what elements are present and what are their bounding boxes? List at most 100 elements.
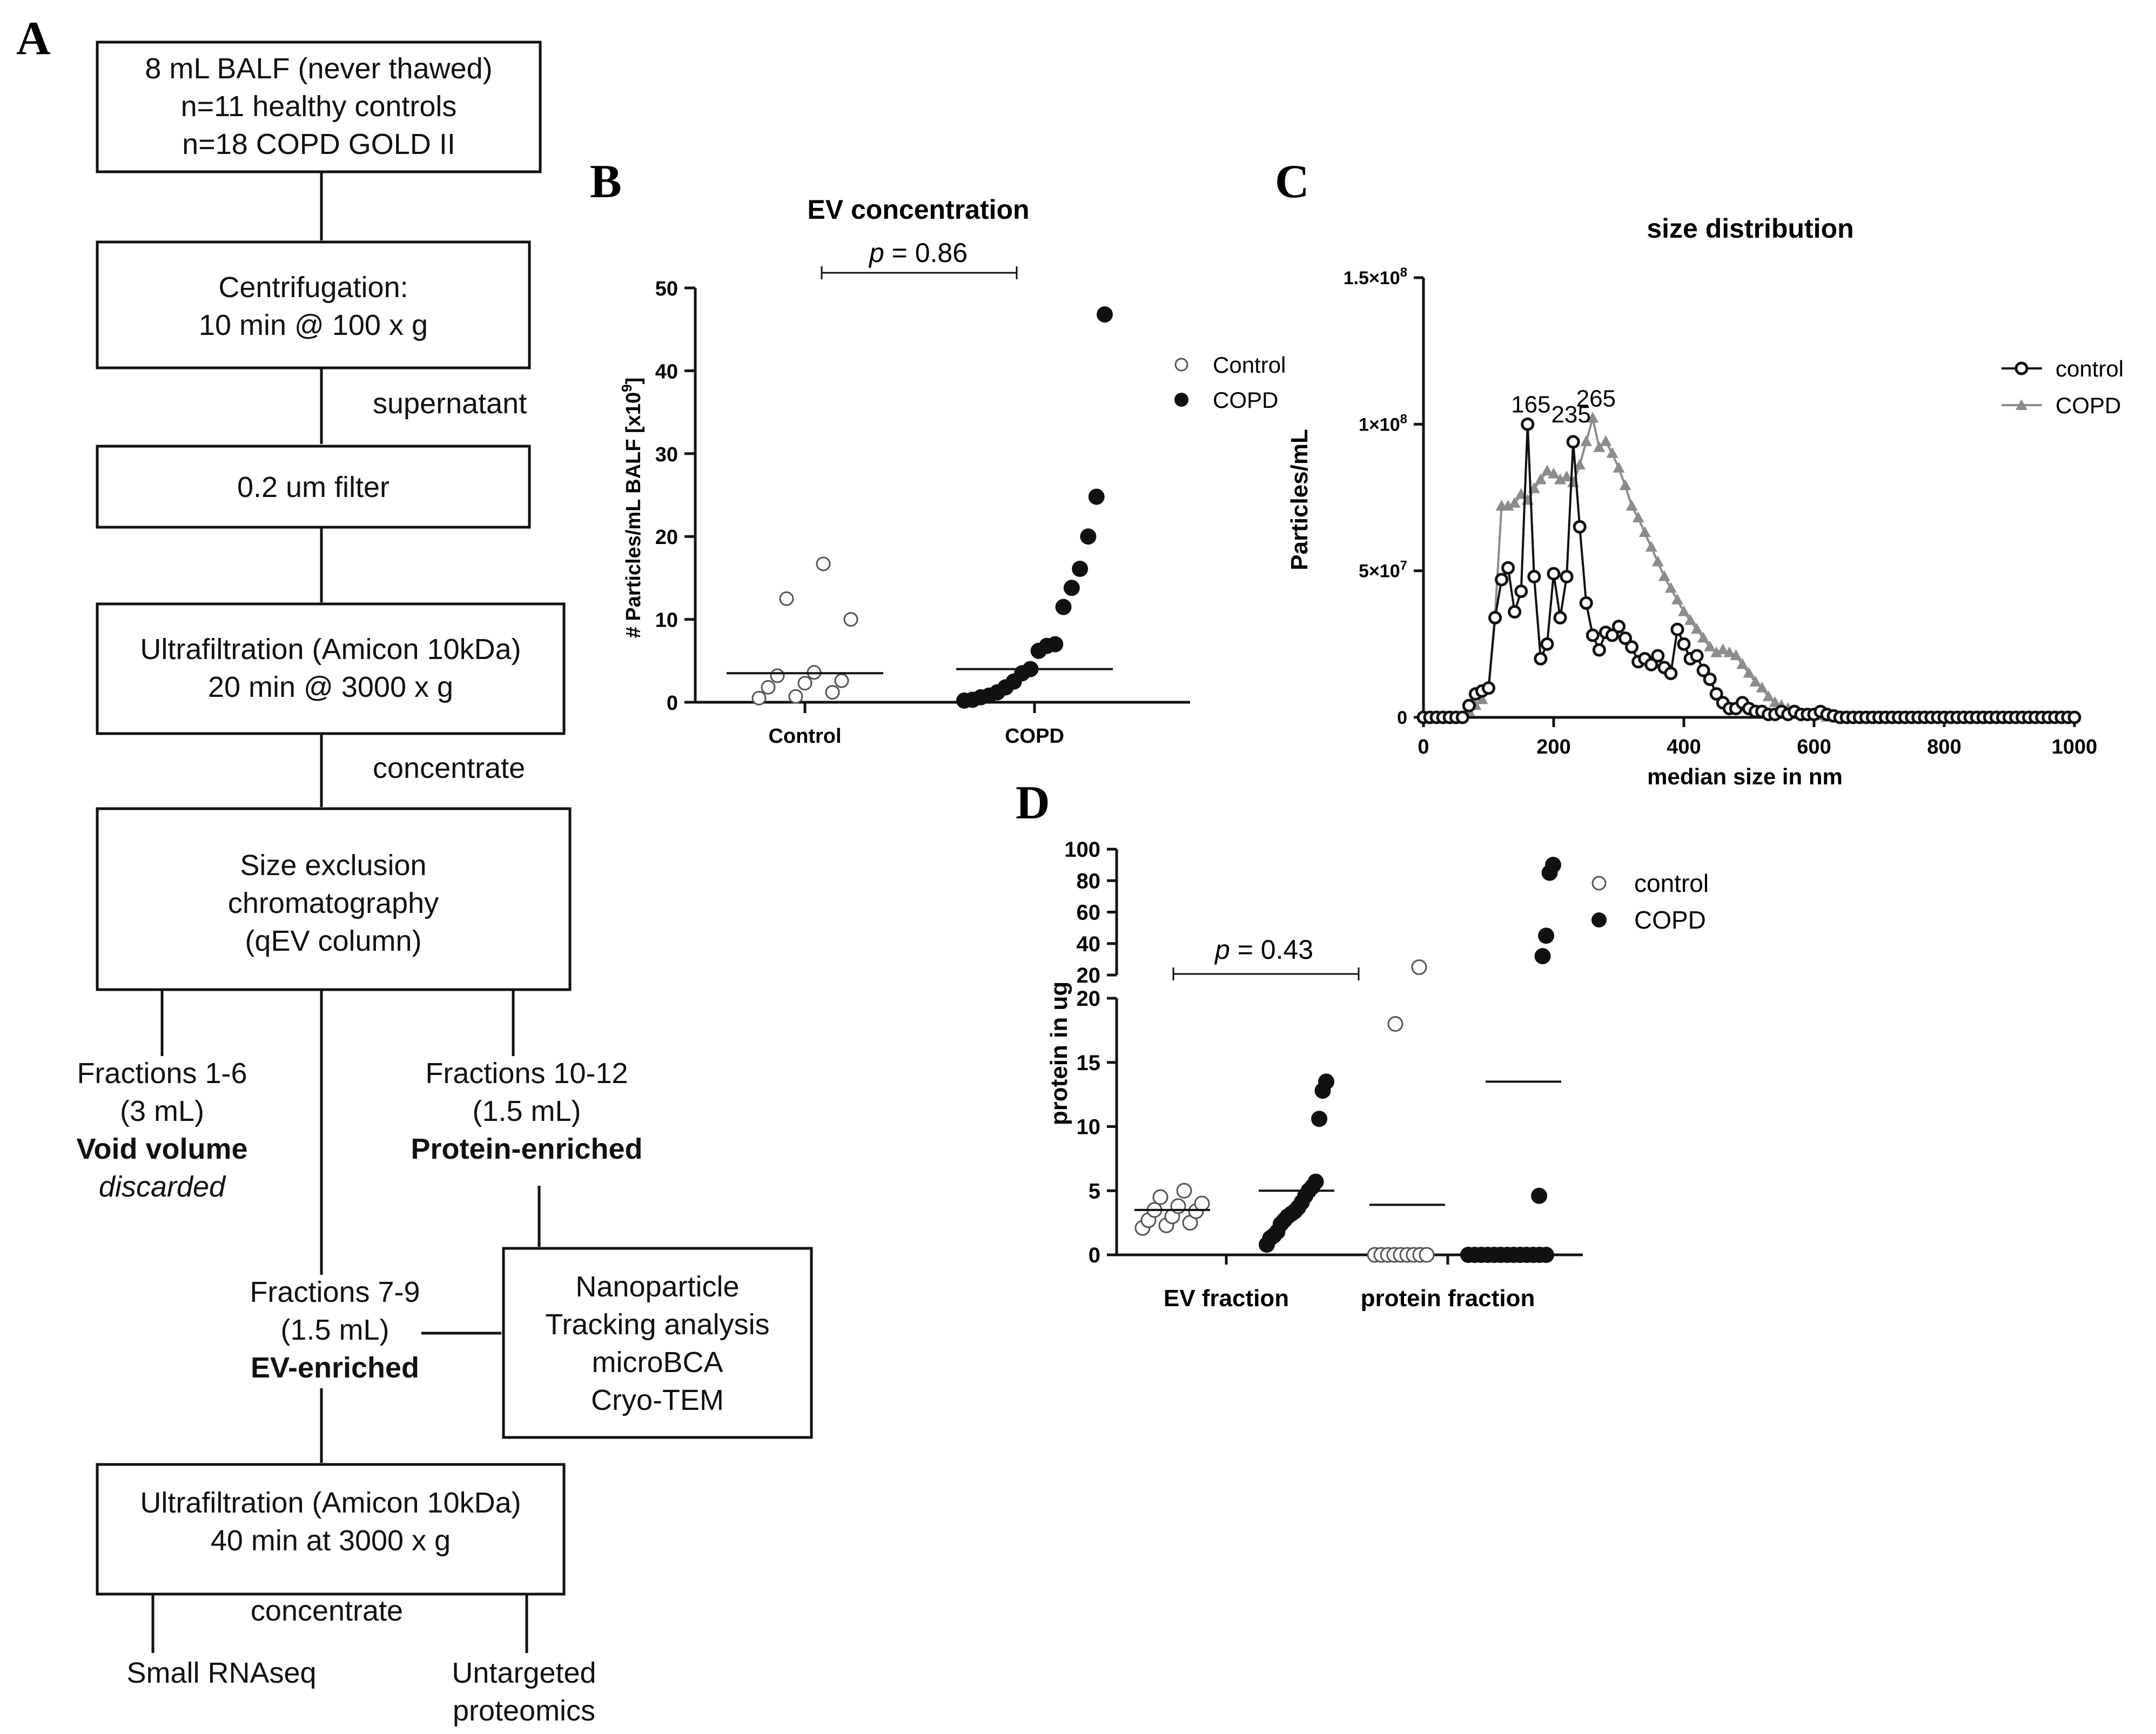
chart-c-point-copd	[1632, 511, 1644, 522]
chart-b-x-tick-label: COPD	[1005, 725, 1064, 748]
chart-d-y-tick-label: 20	[1077, 964, 1101, 987]
chart-c-point-control	[1540, 637, 1554, 651]
chart-c-point-copd	[1561, 471, 1573, 482]
chart-b-point-control	[797, 676, 812, 691]
chart-c-point-copd	[1710, 646, 1723, 657]
legend-label-copd: COPD	[2056, 393, 2121, 418]
chart-c-point-control	[1560, 570, 1574, 584]
panel-label-a: A	[16, 12, 51, 65]
chart-c-point-control	[1462, 698, 1476, 713]
chart-c-point-copd	[1691, 623, 1703, 634]
chart-c-point-control	[2067, 710, 2081, 724]
chart-b-legend: Control COPD	[1174, 352, 1286, 413]
fractions-void-line1: Fractions 1-6	[77, 1057, 247, 1090]
box-sec-line2: chromatography	[228, 887, 439, 919]
chart-d-point-copd	[1538, 1247, 1554, 1263]
box-analysis-line4: Cryo-TEM	[591, 1384, 724, 1416]
chart-c-annotation: 235	[1551, 401, 1590, 428]
chart-d-y-tick-label: 60	[1077, 901, 1101, 925]
box-analysis-line3: microBCA	[592, 1346, 723, 1379]
flowchart: 8 mL BALF (never thawed) n=11 healthy co…	[76, 41, 813, 1727]
label-concentrate2: concentrate	[251, 1595, 403, 1627]
chart-c-point-copd	[1554, 473, 1567, 485]
box-ultrafiltration1-line1: Ultrafiltration (Amicon 10kDa)	[140, 633, 521, 666]
chart-d-point-control	[1152, 1189, 1168, 1205]
fractions-void-line4: discarded	[99, 1171, 226, 1203]
legend-label-copd: COPD	[1634, 906, 1706, 934]
chart-c-point-copd	[1736, 658, 1749, 669]
chart-c-title: size distribution	[1647, 213, 1853, 244]
chart-c-point-control	[1547, 567, 1561, 581]
legend-marker-copd	[1591, 912, 1607, 928]
chart-c-point-control	[1501, 561, 1515, 575]
chart-d-point-copd	[1311, 1111, 1328, 1127]
chart-d-point-control	[1176, 1182, 1192, 1199]
chart-d-y-tick-label: 80	[1077, 869, 1101, 893]
chart-c-point-control	[1534, 651, 1548, 666]
legend-marker-control	[2014, 361, 2029, 375]
legend-label-control: control	[1634, 869, 1709, 897]
box-source-line1: 8 mL BALF (never thawed)	[145, 52, 492, 85]
box-centrifugation-line2: 10 min @ 100 x g	[199, 309, 428, 341]
chart-c-y-tick-label: 5×107	[1359, 559, 1407, 582]
chart-d-point-control	[1387, 1016, 1403, 1032]
chart-b-point-control	[761, 680, 776, 695]
chart-c-point-copd	[1508, 496, 1521, 508]
chart-b-y-tick-label: 30	[655, 443, 678, 466]
legend-marker-copd	[1174, 393, 1188, 407]
chart-c-annotation: 265	[1576, 385, 1616, 412]
chart-d-y-tick-label: 40	[1077, 932, 1101, 956]
chart-c-x-tick-label: 400	[1667, 736, 1701, 758]
label-supernatant: supernatant	[373, 387, 527, 420]
chart-c-point-copd	[1743, 667, 1755, 678]
chart-b-point-control	[825, 685, 840, 700]
chart-b-point-control	[788, 689, 803, 704]
chart-c-point-copd	[1574, 459, 1586, 470]
chart-c-point-copd	[1613, 461, 1625, 473]
chart-c-point-control	[1579, 596, 1593, 610]
box-filter	[96, 445, 531, 529]
chart-b-point-copd	[1088, 488, 1105, 505]
chart-b-point-control	[751, 690, 767, 705]
chart-c-point-copd	[1534, 473, 1547, 485]
chart-b-point-copd	[1063, 580, 1080, 596]
chart-c-point-copd	[1756, 681, 1768, 693]
chart-c-annotation: 165	[1511, 391, 1550, 418]
box-sec-line3: (qEV column)	[245, 925, 421, 957]
chart-c-point-control	[1508, 605, 1522, 619]
chart-c-point-copd	[1723, 646, 1736, 657]
label-concentrate1: concentrate	[373, 752, 525, 784]
chart-c-legend: control COPD	[2001, 356, 2124, 418]
chart-c-point-control	[1677, 637, 1691, 651]
chart-d-y-tick-label: 0	[1089, 1244, 1100, 1267]
chart-d-point-control	[1411, 959, 1427, 975]
chart-c-point-control	[1521, 417, 1535, 431]
chart-c-point-control	[1495, 573, 1509, 587]
chart-c-point-control	[1482, 681, 1495, 695]
box-analysis-line2: Tracking analysis	[545, 1308, 769, 1341]
fractions-ev-line2: (1.5 mL)	[280, 1314, 389, 1346]
chart-d-y-tick-label: 5	[1089, 1179, 1100, 1203]
chart-c-point-copd	[1626, 500, 1638, 511]
legend-label-control: Control	[1213, 352, 1286, 378]
box-sec	[96, 807, 572, 991]
out-rnaseq: Small RNAseq	[126, 1657, 316, 1689]
chart-c-point-copd	[1749, 675, 1762, 687]
chart-b-y-tick-label: 0	[667, 692, 678, 715]
chart-b-point-control	[843, 612, 858, 627]
fractions-ev-line3: EV-enriched	[251, 1352, 419, 1384]
box-source-line2: n=11 healthy controls	[181, 90, 457, 123]
fractions-ev-line1: Fractions 7-9	[250, 1276, 420, 1308]
chart-c-point-control	[1690, 649, 1704, 663]
chart-b-y-tick-label: 10	[655, 609, 678, 632]
box-filter-line1: 0.2 um filter	[237, 471, 389, 503]
chart-b-point-copd	[1047, 636, 1064, 653]
out-proteomics-line1: Untargeted	[452, 1657, 596, 1689]
chart-c-point-copd	[1697, 631, 1710, 643]
box-analysis-line1: Nanoparticle	[575, 1271, 739, 1303]
chart-c-point-control	[1586, 628, 1600, 642]
chart-c-x-tick-label: 600	[1797, 736, 1831, 758]
box-analysis	[502, 1247, 813, 1439]
